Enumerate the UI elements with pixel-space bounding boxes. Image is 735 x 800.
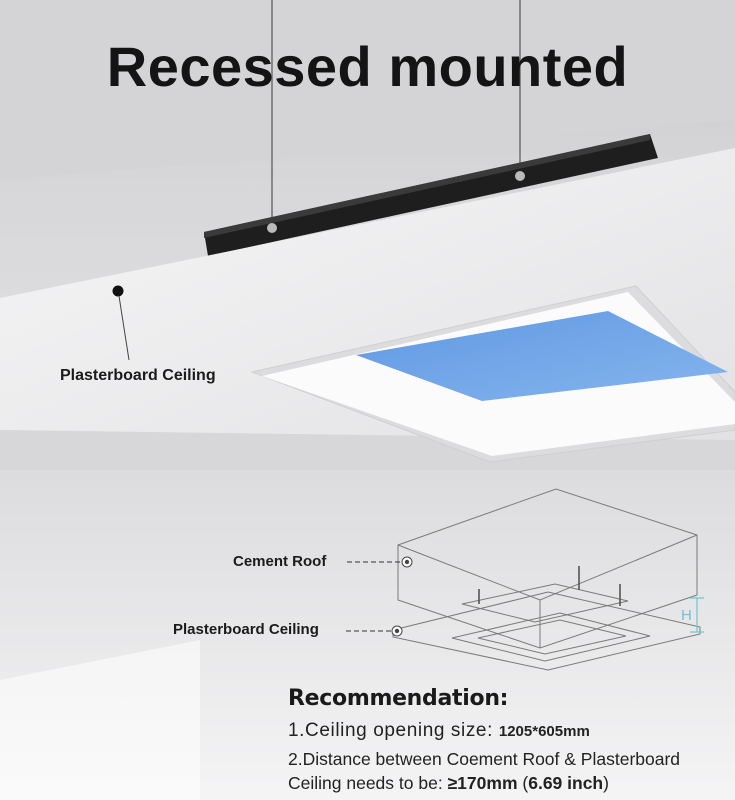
page-title: Recessed mounted (106, 35, 629, 98)
upper-wall (0, 0, 735, 180)
cement-roof-pointer (347, 556, 413, 568)
recommendation-line-3: Ceiling needs to be: ≥170mm (6.69 inch) (288, 773, 609, 794)
opening-size-value: 1205*605mm (498, 723, 590, 740)
paren-close: ) (603, 773, 609, 793)
installation-diagram (392, 488, 701, 671)
recommendation-line-2: 2.Distance between Coement Roof & Plaste… (288, 749, 681, 769)
plasterboard-pointer (346, 625, 403, 637)
height-marker-label: H (681, 607, 692, 624)
diagram-ceiling-label: Plasterboard Ceiling (173, 621, 319, 638)
recommendation-heading: Recommendation: (288, 686, 509, 711)
fixture-edge (204, 134, 650, 238)
distance-value: ≥170mm (447, 773, 518, 793)
leader-line (118, 295, 130, 361)
ceiling-anchor-icons (478, 566, 621, 606)
height-marker (690, 597, 704, 633)
distance-inch: 6.69 inch (528, 773, 604, 793)
distance-label: Ceiling needs to be: (288, 773, 443, 793)
cement-roof-label: Cement Roof (233, 553, 327, 570)
mounting-clip-icon (515, 171, 525, 181)
recommendation-line-1: 1.Ceiling opening size: 1205*605mm (288, 720, 590, 742)
mounting-clip-icon (267, 223, 277, 233)
led-panel (356, 311, 728, 401)
paren-open: ( (522, 773, 529, 793)
top-ceiling-label: Plasterboard Ceiling (60, 367, 216, 384)
leader-dot-icon (112, 285, 124, 297)
opening-size-label: 1.Ceiling opening size: (288, 720, 493, 741)
light-spill (0, 640, 200, 800)
fixture-body (204, 134, 658, 256)
